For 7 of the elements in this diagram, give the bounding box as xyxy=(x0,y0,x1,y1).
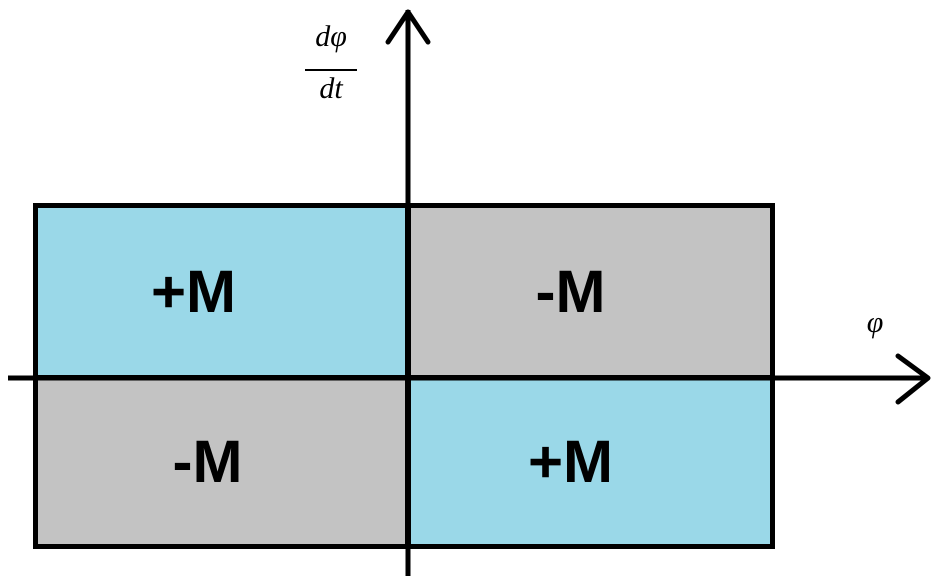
axis-label: dφ xyxy=(314,22,348,52)
axis-label: φ xyxy=(866,308,884,338)
quadrant-label: +M xyxy=(150,262,236,322)
axis-label: dt xyxy=(318,74,344,104)
quadrant-label: -M xyxy=(536,262,606,322)
quadrant-label: -M xyxy=(172,432,242,492)
quadrant-label: +M xyxy=(528,432,614,492)
